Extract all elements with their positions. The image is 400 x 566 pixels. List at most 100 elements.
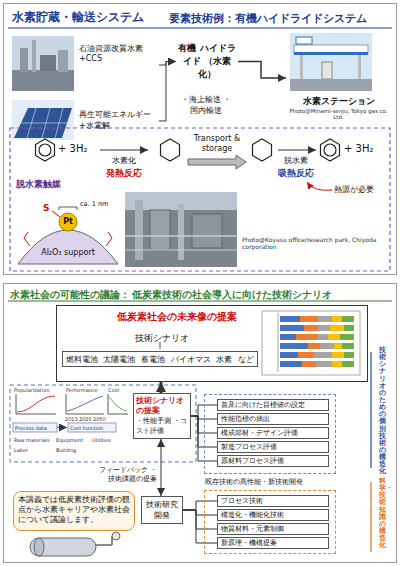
bracket-part [370, 482, 371, 552]
vertical-heading: 技術シナリオのための個別技術の構造化 [379, 347, 386, 476]
plant-photo-part [150, 210, 170, 250]
molecule-part [161, 139, 180, 161]
solar-photo-part [21, 123, 67, 124]
bar-chart-part [342, 361, 354, 367]
bar-chart-part [280, 361, 302, 367]
process-box: 技術研究 開発 [141, 496, 183, 524]
station-photo-part [294, 52, 368, 55]
axis-label: Popularization [14, 387, 62, 393]
tank-figure-part [34, 538, 44, 556]
connector [159, 62, 176, 122]
mini-graph-part [108, 394, 128, 414]
tick-label: 2020 [79, 416, 92, 422]
bar-chart-part [296, 334, 318, 340]
bar-chart-part [280, 316, 300, 322]
catalyst-figure-part [106, 232, 112, 246]
dimension-text: ca. 1 nm [80, 200, 116, 208]
node-text: 水素ステーション [288, 95, 389, 108]
graph-label: Labor [14, 447, 38, 453]
node-text: 蓄電池 [141, 354, 165, 365]
connector [160, 382, 163, 393]
bar-chart-part [328, 334, 340, 340]
node-text: 太陽電池 [103, 354, 135, 365]
tick-label: 2013 [65, 416, 78, 422]
node-text: 技術シナリオ の提案 [136, 396, 188, 416]
solar-photo-part [27, 108, 36, 138]
graph-label: Building [56, 447, 88, 453]
graph-label: Cost function [70, 425, 116, 431]
formula-text: + 3H₂ [344, 143, 384, 154]
part-name: Al₂O₃ support [37, 248, 99, 257]
graph-label: Utilities [92, 437, 122, 443]
reaction-label: 脱水素 [272, 155, 320, 166]
node-text: 低炭素技術の社会導入に向けた技術シナリオ [132, 289, 334, 302]
connector [183, 510, 217, 543]
bar-chart [262, 311, 360, 375]
reaction-label: 水素化 [100, 155, 148, 166]
formula-text: + 3H₂ [58, 143, 96, 154]
station-photo-part [290, 79, 372, 91]
bar-chart-part [316, 361, 332, 367]
tank-figure-part [96, 544, 112, 546]
solar-photo-part [55, 108, 63, 138]
plant-photo-part [20, 48, 28, 72]
mini-graph-part [66, 394, 104, 414]
molecule-part [39, 144, 51, 156]
bar-chart-part [308, 343, 320, 349]
list-box: 製造プロセス評価 [217, 441, 329, 453]
bar-chart-part [280, 334, 296, 340]
note-text: 既存技術の高性能・新技術開発 [205, 477, 335, 487]
axis-label: Cost [108, 387, 128, 393]
connector [161, 439, 162, 496]
plant-photo-part [40, 55, 56, 71]
axis-label: Performance [66, 387, 106, 393]
list-box: 性能指標の抽出 [217, 413, 329, 425]
plant-photo-part [125, 192, 237, 267]
tick-label: 2050 [93, 416, 106, 422]
transport-arrow [188, 155, 246, 169]
list-box: 構造化・機能化技術 [217, 509, 329, 521]
tank-figure [30, 532, 120, 556]
station-photo-part [296, 37, 312, 44]
plant-photo-part [125, 250, 237, 251]
node-text: 要素技術例：有機ハイドライドシステム [169, 11, 391, 26]
solar-photo-part [42, 108, 50, 138]
graph-label: Raw materials [14, 437, 54, 443]
photo-credit: Photo@Koyasu office/research park, Chiyo… [242, 236, 386, 250]
station-photo-part [322, 62, 332, 79]
node-text: 技術シナリオ [117, 332, 207, 345]
plant-photo-part [58, 50, 68, 72]
part-name: Pt [60, 217, 76, 226]
node-text: バイオマス [171, 354, 211, 365]
solar-photo-part [12, 100, 74, 140]
part-name: 脱水素触媒 [16, 178, 76, 191]
bar-chart-part [332, 361, 342, 367]
mini-graph [13, 394, 128, 432]
node-text: 物質材料・元素制御 [221, 524, 325, 534]
bar-chart-part [314, 352, 332, 358]
station-photo-part [294, 45, 368, 54]
node-text: 水素貯蔵・輸送システム [12, 9, 162, 26]
mini-graph-part [17, 396, 55, 412]
bar-chart-part [330, 325, 344, 331]
list-box: 新原理・機構提案 [217, 537, 329, 549]
reaction-frame [10, 128, 390, 271]
list-box: 構成部材・デザイン評価 [217, 427, 329, 439]
node-text: 構成部材・デザイン評価 [221, 428, 325, 438]
group-frame: 科学・技術知識の構造化プロセス技術構造化・機能化技術物質材料・元素制御新原理・機… [204, 490, 336, 554]
edge-label: フィードバック ・技術課題の提案 [93, 466, 157, 484]
plant-photo-part [178, 204, 184, 260]
node-text: 製造プロセス評価 [221, 442, 325, 452]
bar-chart-part [334, 343, 342, 349]
station-photo-part [358, 55, 361, 79]
connector [238, 62, 286, 79]
connector [159, 62, 176, 66]
bar-chart-part [304, 325, 318, 331]
node-text: 原材料プロセス評価 [221, 456, 325, 466]
node-text: Photo@Minami-senju, Tokyo gas co. Ltd. [288, 108, 389, 120]
group-frame: 技術シナリオのための個別技術の構造化普及に向けた目標値の設定性能指標の抽出構成部… [204, 394, 336, 474]
list-box: 原材料プロセス評価 [217, 455, 329, 467]
bar-chart-part [320, 343, 334, 349]
leader-line [160, 342, 161, 349]
